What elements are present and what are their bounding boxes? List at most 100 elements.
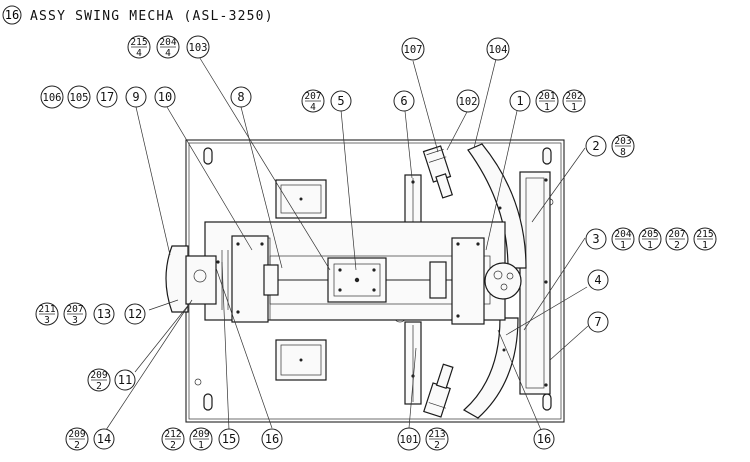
callout-17-label: 17 — [100, 90, 114, 104]
f205-top: 205 — [641, 229, 658, 240]
callout-1-label: 1 — [516, 94, 523, 108]
callout-101: 101 — [397, 427, 421, 451]
f209b-top: 209 — [68, 429, 85, 440]
f204a-top: 204 — [159, 37, 176, 48]
upper-block — [275, 179, 327, 219]
upper-cylinder — [422, 145, 454, 199]
callout-12: 12 — [124, 303, 146, 325]
callout-106-label: 106 — [43, 92, 62, 104]
lower-cylinder — [423, 363, 454, 418]
f211-bottom: 3 — [44, 315, 50, 326]
callout-4-label: 4 — [594, 273, 601, 287]
f212-bottom: 2 — [170, 440, 176, 451]
callout-11: 11 — [114, 369, 136, 391]
callout-2: 2 — [585, 135, 607, 157]
callout-16a-label: 16 — [265, 432, 279, 446]
callout-16-bottom-right: 16 — [533, 428, 555, 450]
f213-bottom: 2 — [434, 440, 440, 451]
callout-102-label: 102 — [459, 96, 478, 108]
callout-14: 14 — [93, 428, 115, 450]
callout-101-label: 101 — [400, 434, 419, 446]
f209a-top: 209 — [90, 370, 107, 381]
callout-15-label: 15 — [222, 432, 236, 446]
f203-top: 203 — [614, 136, 631, 147]
f209a-bottom: 2 — [96, 381, 102, 392]
callout-105: 105 — [67, 85, 91, 109]
f213-top: 213 — [428, 429, 445, 440]
title-number: 16 — [5, 8, 19, 22]
callout-103-label: 103 — [189, 42, 208, 54]
callout-13-label: 13 — [97, 307, 111, 321]
callout-5: 5 — [330, 90, 352, 112]
f209c-top: 209 — [192, 429, 209, 440]
callout-7: 7 — [587, 311, 609, 333]
f215a-bottom: 4 — [136, 48, 142, 59]
callout-107-label: 107 — [404, 44, 423, 56]
f207a-bottom: 4 — [310, 102, 316, 113]
f202-top: 202 — [565, 91, 582, 102]
callout-6-label: 6 — [400, 94, 407, 108]
callout-17: 17 — [96, 86, 118, 108]
curved-guide — [462, 143, 527, 419]
f207c-bottom: 3 — [72, 315, 78, 326]
callout-10: 10 — [154, 86, 176, 108]
f215b-top: 215 — [696, 229, 713, 240]
callout-12-label: 12 — [128, 307, 142, 321]
callout-104-label: 104 — [489, 44, 508, 56]
callout-6: 6 — [393, 90, 415, 112]
callout-102: 102 — [456, 89, 480, 113]
callout-13: 13 — [93, 303, 115, 325]
callout-9: 9 — [125, 86, 147, 108]
callout-107: 107 — [401, 37, 425, 61]
f207c-top: 207 — [66, 304, 83, 315]
f201-top: 201 — [538, 91, 555, 102]
f204b-top: 204 — [614, 229, 631, 240]
f215a-top: 215 — [130, 37, 147, 48]
title-text: ASSY SWING MECHA (ASL-3250) — [30, 9, 274, 24]
callout-105-label: 105 — [70, 92, 89, 104]
f204b-bottom: 1 — [620, 240, 626, 251]
f215b-bottom: 1 — [702, 240, 708, 251]
callout-3: 3 — [585, 228, 607, 250]
callout-16-bottom-left: 16 — [261, 428, 283, 450]
callout-9-label: 9 — [132, 90, 139, 104]
right-bar — [502, 171, 551, 395]
f207b-top: 207 — [668, 229, 685, 240]
callout-8-label: 8 — [237, 90, 244, 104]
f205-bottom: 1 — [647, 240, 653, 251]
f211-top: 211 — [38, 304, 55, 315]
f207a-top: 207 — [304, 91, 321, 102]
shaft-assembly — [165, 221, 522, 325]
callout-8: 8 — [230, 86, 252, 108]
leader-lines — [105, 54, 589, 431]
f212-top: 212 — [164, 429, 181, 440]
callout-103: 103 — [186, 35, 210, 59]
f203-bottom: 8 — [620, 147, 626, 158]
callout-3-label: 3 — [592, 232, 599, 246]
callout-4: 4 — [587, 269, 609, 291]
callout-1: 1 — [509, 90, 531, 112]
f207b-bottom: 2 — [674, 240, 680, 251]
lower-rail — [404, 321, 422, 405]
callout-15: 15 — [218, 428, 240, 450]
drawing-title: 16 ASSY SWING MECHA (ASL-3250) — [2, 5, 274, 25]
callout-106: 106 — [40, 85, 64, 109]
